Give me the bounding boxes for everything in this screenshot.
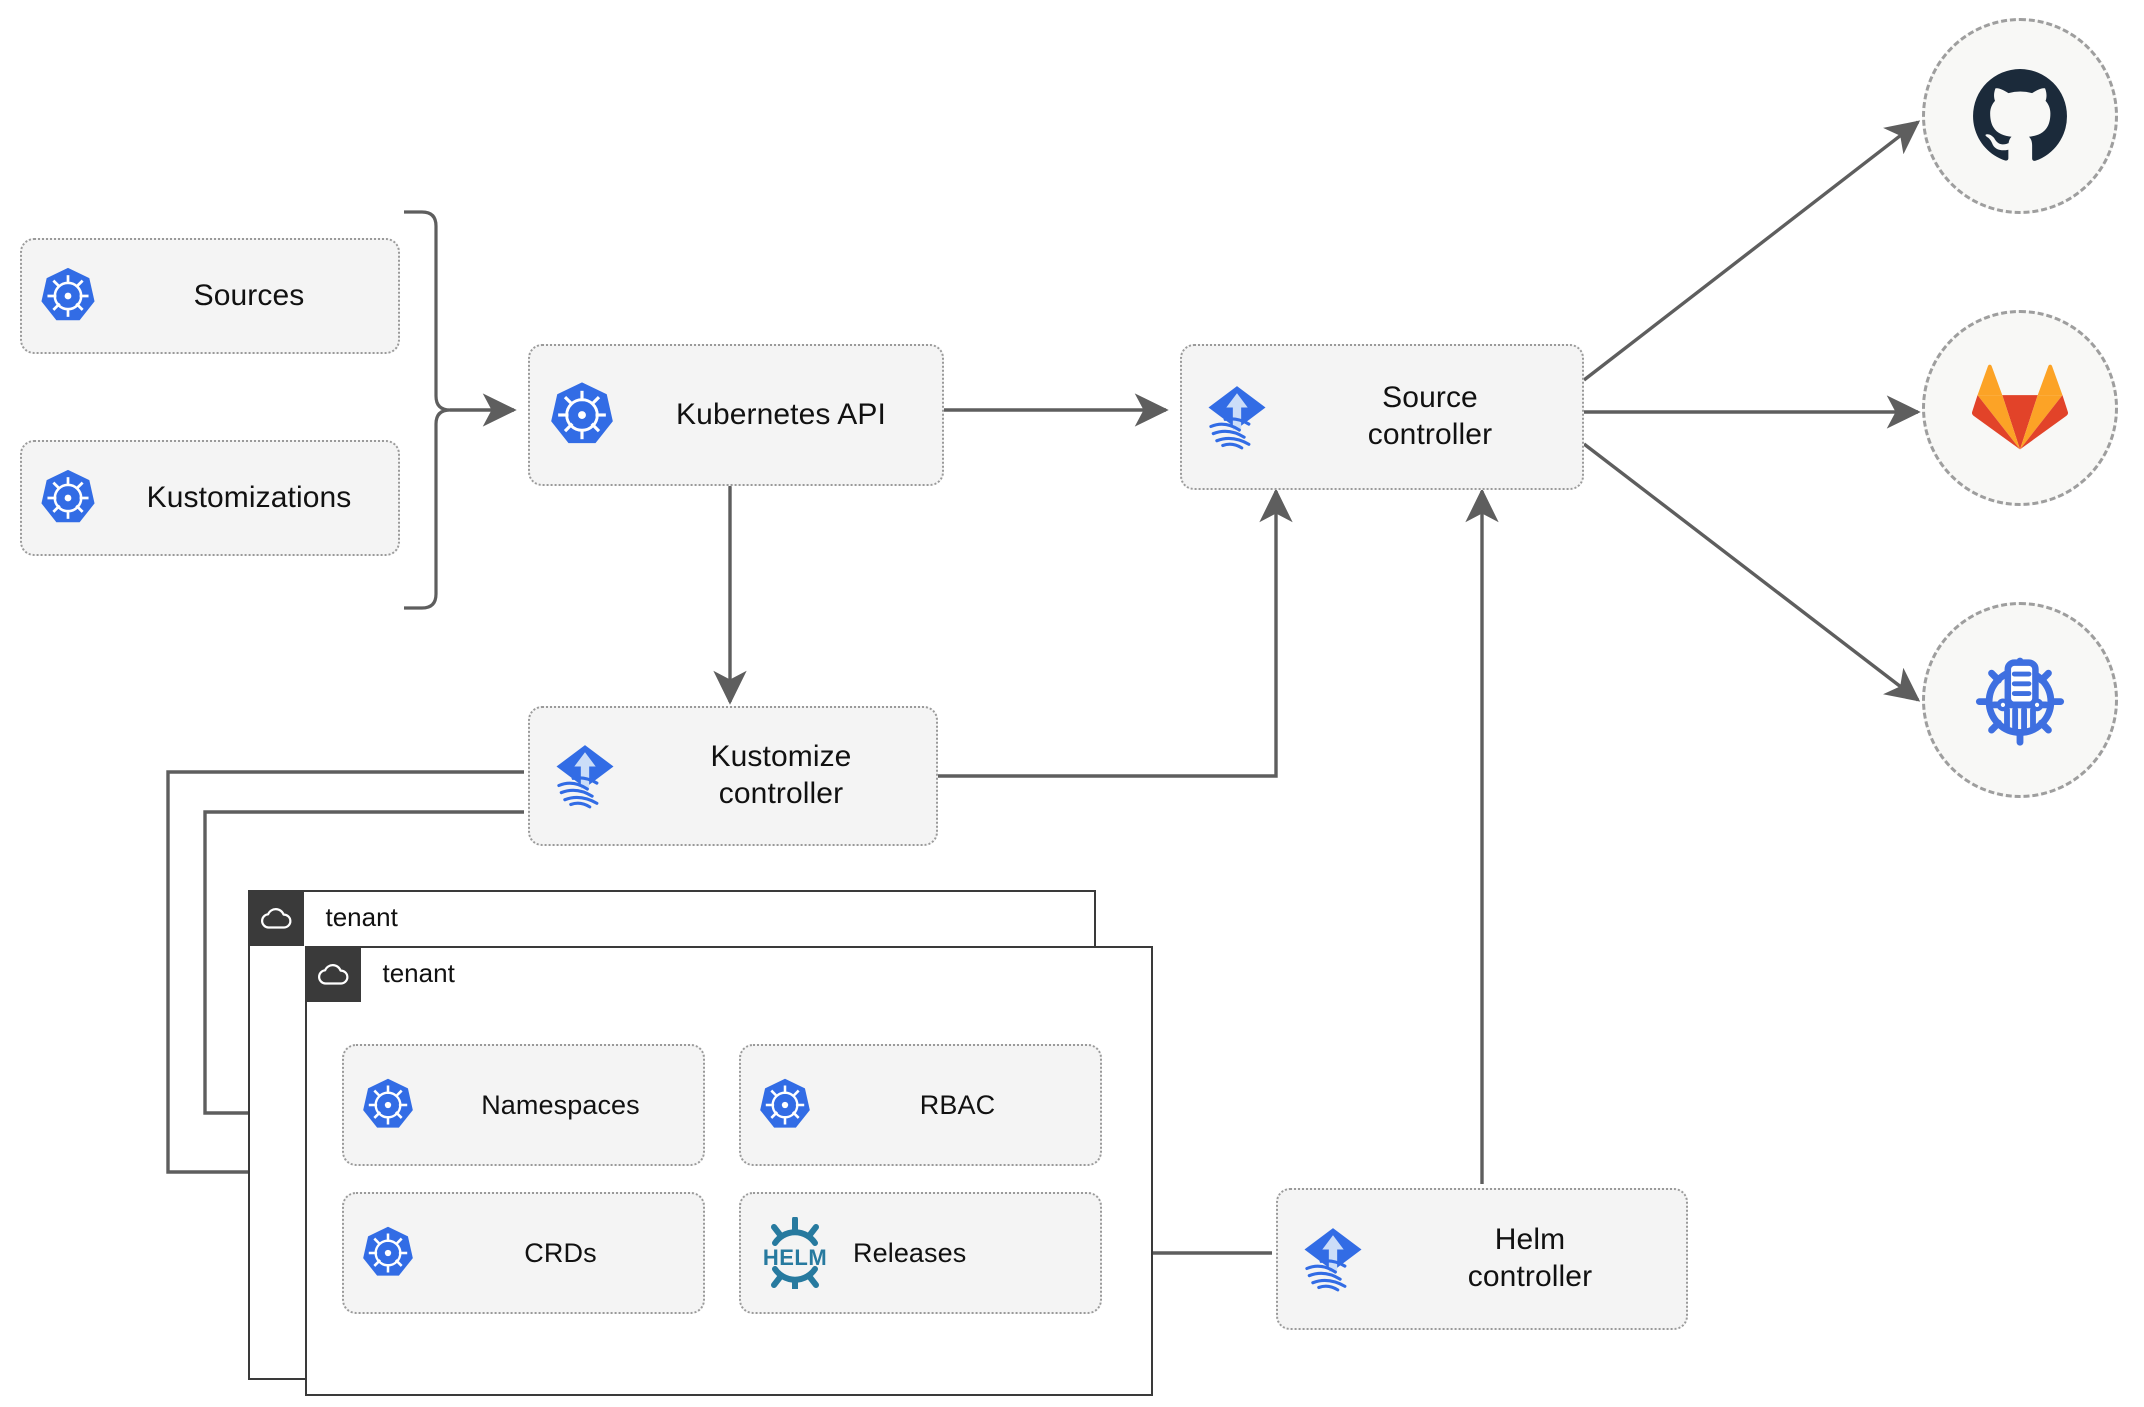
gitlab-icon — [1972, 364, 2068, 450]
provider-helm-repository[interactable] — [1922, 602, 2118, 798]
tenant-label: tenant — [382, 958, 455, 988]
node-kubernetes-api[interactable]: Kubernetes API — [528, 344, 944, 486]
node-label: Kustomize controller — [710, 740, 852, 810]
flux-icon — [530, 738, 640, 814]
cloud-icon — [247, 889, 304, 946]
cloud-icon — [304, 945, 361, 1002]
tenant-label: tenant — [325, 902, 398, 932]
node-label: Helm controller — [1467, 1223, 1593, 1293]
resource-namespaces[interactable]: Namespaces — [342, 1044, 705, 1166]
node-label: Kustomizations — [146, 480, 352, 514]
node-label: Source controller — [1367, 381, 1493, 451]
resource-crds[interactable]: CRDs — [342, 1192, 705, 1314]
resource-releases[interactable]: HELM Releases — [739, 1192, 1102, 1314]
node-source-controller[interactable]: Source controller — [1180, 344, 1584, 490]
resource-label: CRDs — [524, 1237, 597, 1268]
wire-kustomize-source — [938, 488, 1293, 778]
kubernetes-icon — [22, 467, 114, 529]
tenant-resource-grid: Namespaces — [342, 1044, 1102, 1314]
helm-repository-icon — [1975, 657, 2065, 746]
tenant-header: tenant — [247, 889, 398, 946]
helm-icon: HELM — [741, 1217, 849, 1289]
flux-icon — [1182, 379, 1292, 455]
provider-github[interactable] — [1922, 18, 2118, 214]
resource-label: RBAC — [919, 1089, 996, 1120]
kubernetes-icon — [22, 265, 114, 327]
kubernetes-icon — [344, 1224, 432, 1282]
resource-label: Releases — [853, 1237, 967, 1268]
wire-source-github — [1582, 120, 1921, 382]
wire-source-helmrepo — [1582, 442, 1921, 702]
node-helm-controller[interactable]: Helm controller — [1276, 1188, 1688, 1330]
node-kustomize-controller[interactable]: Kustomize controller — [528, 706, 938, 846]
kubernetes-icon — [530, 379, 634, 451]
node-kustomizations[interactable]: Kustomizations — [20, 440, 400, 556]
kubernetes-icon — [344, 1076, 432, 1134]
node-label: Sources — [193, 278, 305, 312]
tenant-box-inner[interactable]: tenant — [304, 945, 1153, 1396]
kubernetes-icon — [741, 1076, 829, 1134]
node-sources[interactable]: Sources — [20, 238, 400, 354]
github-icon — [1973, 69, 2067, 161]
node-label: Kubernetes API — [676, 397, 886, 431]
resource-label: Namespaces — [481, 1089, 640, 1120]
svg-text:HELM: HELM — [763, 1245, 827, 1270]
tenant-header: tenant — [304, 945, 455, 1002]
resource-rbac[interactable]: RBAC — [739, 1044, 1102, 1166]
group-brace — [404, 210, 451, 610]
flux-icon — [1278, 1221, 1388, 1297]
provider-gitlab[interactable] — [1922, 310, 2118, 506]
